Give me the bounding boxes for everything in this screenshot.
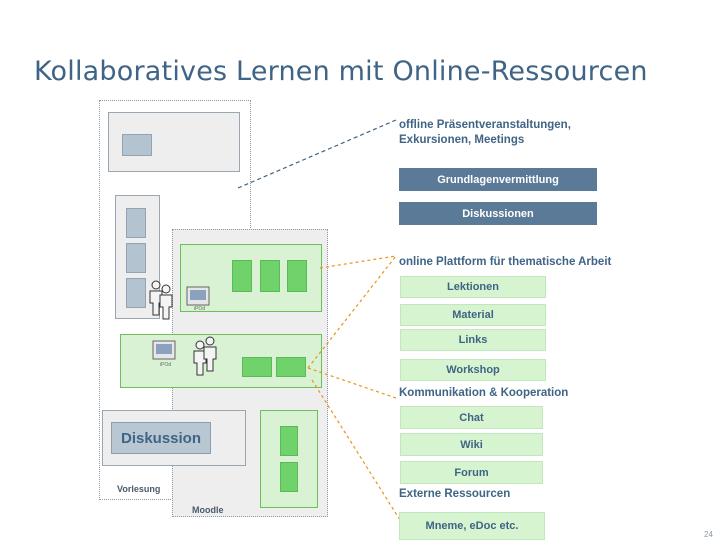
connector-online-secondary <box>307 255 397 369</box>
vertical-block-1 <box>126 208 146 238</box>
offline-heading-line2: Exkursionen, Meetings <box>399 134 525 146</box>
page-number: 24 <box>704 530 713 539</box>
laptop-icon <box>152 340 176 360</box>
external-block-2 <box>280 462 298 492</box>
online-block-2 <box>260 260 280 292</box>
communication-heading: Kommunikation & Kooperation <box>399 387 569 399</box>
offline-heading-line1: offline Präsentveranstaltungen, <box>399 119 571 131</box>
diskussion-box: Diskussion <box>111 422 211 454</box>
offline-item: Diskussionen <box>399 202 597 225</box>
offline-block <box>122 134 152 156</box>
slide-title: Kollaboratives Lernen mit Online-Ressour… <box>34 56 648 87</box>
laptop-icon <box>186 286 210 306</box>
person-icon <box>159 284 173 320</box>
external-heading: Externe Ressourcen <box>399 488 511 500</box>
vertical-block-3 <box>126 278 146 308</box>
online-item: Links <box>400 329 546 351</box>
external-block-1 <box>280 426 298 456</box>
person-icon <box>203 336 217 372</box>
vertical-block-2 <box>126 243 146 273</box>
communication-item: Forum <box>400 461 543 484</box>
connector-offline <box>237 119 397 189</box>
offline-item: Grundlagenvermittlung <box>399 168 597 191</box>
online-block-1 <box>232 260 252 292</box>
connector-online <box>319 255 397 269</box>
connector-communication <box>307 367 397 399</box>
moodle-label: Moodle <box>192 505 224 515</box>
ipod-label: iPOd <box>194 306 206 312</box>
online-item: Workshop <box>400 359 546 381</box>
communication-block-1 <box>242 357 272 377</box>
external-item: Mneme, eDoc etc. <box>399 512 545 540</box>
online-item: Material <box>400 304 546 326</box>
connector-external <box>311 379 401 521</box>
online-heading: online Plattform für thematische Arbeit <box>399 256 612 268</box>
ipod-label: iPOd <box>160 362 172 368</box>
communication-item: Chat <box>400 406 543 429</box>
offline-heading: offline Präsentveranstaltungen, Exkursio… <box>399 118 571 148</box>
online-block-3 <box>287 260 307 292</box>
vorlesung-label: Vorlesung <box>117 484 161 494</box>
communication-block-2 <box>276 357 306 377</box>
communication-item: Wiki <box>400 433 543 456</box>
online-item: Lektionen <box>400 276 546 298</box>
